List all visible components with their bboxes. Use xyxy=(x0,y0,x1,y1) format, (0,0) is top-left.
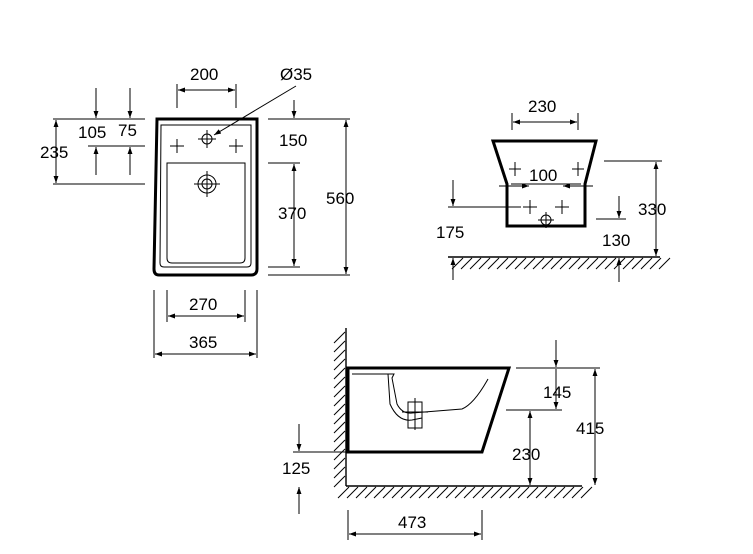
top-view-basin xyxy=(166,162,246,264)
side-view-outline xyxy=(346,366,512,454)
dim-top-560: 560 xyxy=(326,189,354,208)
dim-front-130: 130 xyxy=(602,231,630,250)
side-wall-hatching xyxy=(333,331,346,488)
tap-hole-left xyxy=(170,139,184,153)
dim-side-145: 145 xyxy=(543,383,571,402)
front-view-outline xyxy=(490,139,598,228)
dim-top-365: 365 xyxy=(189,333,217,352)
dim-side-230: 230 xyxy=(512,445,540,464)
dim-top-235: 235 xyxy=(40,143,68,162)
dim-front-175: 175 xyxy=(436,223,464,242)
dim-top-width-200: 200 xyxy=(190,65,218,84)
dim-hole-diameter: Ø35 xyxy=(280,65,312,84)
dim-top-370: 370 xyxy=(278,204,306,223)
tap-hole-right xyxy=(229,139,243,153)
dim-side-125: 125 xyxy=(282,459,310,478)
side-floor-hatching xyxy=(337,486,593,499)
dim-top-105: 105 xyxy=(78,123,106,142)
dim-side-473: 473 xyxy=(398,513,426,532)
dim-front-330: 330 xyxy=(638,200,666,219)
dim-front-100: 100 xyxy=(529,166,557,185)
tap-hole-center xyxy=(198,130,216,148)
front-view: 230 100 330 175 130 xyxy=(436,97,671,282)
dim-front-230: 230 xyxy=(528,97,556,116)
top-view-outline xyxy=(152,117,259,277)
top-view-inner-rim xyxy=(159,124,252,268)
dim-top-75: 75 xyxy=(118,121,137,140)
dim-top-270: 270 xyxy=(189,295,217,314)
side-view-drain xyxy=(407,401,423,429)
dim-side-415: 415 xyxy=(576,419,604,438)
side-view: 145 415 230 125 473 xyxy=(282,328,604,540)
front-floor-hatching xyxy=(448,256,671,270)
dim-top-150: 150 xyxy=(279,131,307,150)
drain-hole xyxy=(194,171,220,197)
front-tap-marks xyxy=(509,162,584,228)
side-view-bowl xyxy=(352,373,489,414)
top-view: 200 Ø35 105 75 235 150 370 560 270 xyxy=(40,65,354,358)
